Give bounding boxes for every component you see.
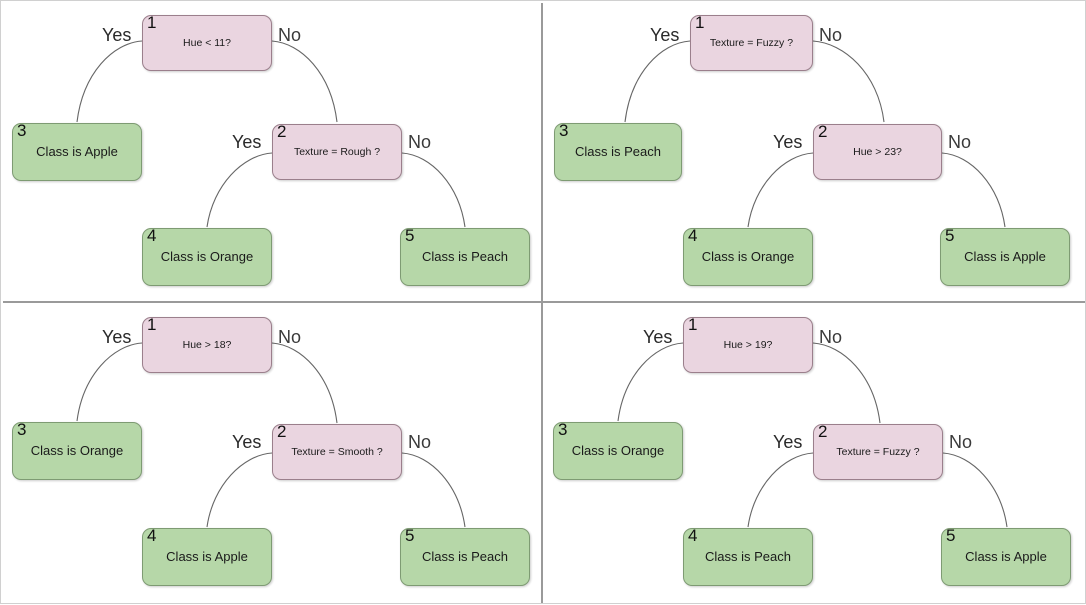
node-3-leaf[interactable]: 3 Class is Peach	[554, 121, 682, 181]
edge-label-1-yes: Yes	[102, 327, 132, 347]
node-2-decision[interactable]: 2 Hue > 23?	[813, 122, 942, 180]
node-label: Class is Orange	[30, 442, 124, 458]
node-label: Class is Peach	[422, 248, 508, 264]
node-number: 1	[695, 13, 705, 32]
edge-2-to-5	[401, 152, 466, 228]
node-number: 1	[688, 315, 698, 334]
edge-1-to-3	[76, 40, 143, 123]
node-number: 5	[946, 526, 956, 545]
decision-tree-panel-top-left: 1 Hue < 11? 2 Texture = Rough ? 3 Class …	[1, 1, 544, 303]
edge-2-to-5	[941, 152, 1006, 228]
edge-label-2-no: No	[949, 432, 973, 452]
panel-divider-horizontal	[3, 301, 1085, 303]
node-number: 3	[559, 121, 569, 140]
node-4-leaf[interactable]: 4 Class is Apple	[142, 526, 272, 586]
node-number: 5	[945, 226, 955, 245]
edge-2-to-4	[206, 152, 273, 228]
edge-label-2-no: No	[948, 132, 972, 152]
edge-label-2-no: No	[408, 132, 432, 152]
node-3-leaf[interactable]: 3 Class is Orange	[553, 420, 683, 480]
edge-1-to-3	[76, 342, 143, 422]
node-number: 4	[147, 226, 157, 245]
edge-2-to-4	[747, 152, 814, 228]
node-label: Class is Apple	[166, 548, 248, 564]
node-number: 5	[405, 226, 415, 245]
node-number: 3	[17, 420, 27, 439]
node-label: Texture = Fuzzy ?	[836, 445, 920, 458]
edge-label-2-no: No	[408, 432, 432, 452]
edge-1-to-2	[271, 342, 338, 424]
edge-1-to-2	[271, 40, 338, 123]
node-4-leaf[interactable]: 4 Class is Orange	[142, 226, 272, 286]
node-number: 3	[17, 121, 27, 140]
edge-label-1-no: No	[819, 327, 843, 347]
node-label: Hue > 23?	[853, 145, 902, 158]
edge-label-1-no: No	[278, 327, 302, 347]
node-5-leaf[interactable]: 5 Class is Apple	[940, 226, 1070, 286]
node-label: Class is Orange	[160, 248, 254, 264]
node-5-leaf[interactable]: 5 Class is Apple	[941, 526, 1071, 586]
node-2-decision[interactable]: 2 Texture = Rough ?	[272, 122, 402, 180]
node-label: Class is Orange	[701, 248, 795, 264]
node-number: 4	[688, 526, 698, 545]
node-4-leaf[interactable]: 4 Class is Orange	[683, 226, 813, 286]
node-3-leaf[interactable]: 3 Class is Apple	[12, 121, 142, 181]
decision-tree-panel-bottom-left: 1 Hue > 18? 2 Texture = Smooth ? 3 Class…	[1, 303, 544, 605]
node-label: Texture = Rough ?	[293, 145, 381, 158]
node-3-leaf[interactable]: 3 Class is Orange	[12, 420, 142, 480]
edge-label-2-yes: Yes	[773, 132, 803, 152]
node-number: 5	[405, 526, 415, 545]
node-label: Class is Orange	[571, 442, 665, 458]
node-label: Texture = Fuzzy ?	[709, 36, 794, 49]
edge-2-to-5	[401, 452, 466, 528]
node-number: 1	[147, 13, 157, 32]
node-label: Texture = Smooth ?	[291, 445, 383, 458]
edge-1-to-3	[624, 40, 691, 123]
node-number: 2	[818, 422, 828, 441]
node-label: Class is Peach	[575, 143, 661, 159]
edge-2-to-5	[942, 452, 1008, 528]
node-1-decision[interactable]: 1 Texture = Fuzzy ?	[690, 13, 813, 71]
node-2-decision[interactable]: 2 Texture = Smooth ?	[272, 422, 402, 480]
node-number: 4	[688, 226, 698, 245]
edge-label-2-yes: Yes	[232, 132, 262, 152]
node-label: Hue < 11?	[183, 36, 231, 49]
edge-label-1-yes: Yes	[102, 25, 132, 45]
node-label: Class is Apple	[36, 143, 118, 159]
edge-label-1-yes: Yes	[643, 327, 673, 347]
decision-tree-panel-top-right: 1 Texture = Fuzzy ? 2 Hue > 23? 3 Class …	[544, 1, 1086, 303]
node-number: 3	[558, 420, 568, 439]
node-label: Hue > 19?	[723, 338, 773, 351]
node-5-leaf[interactable]: 5 Class is Peach	[400, 526, 530, 586]
edge-2-to-4	[206, 452, 273, 528]
node-1-decision[interactable]: 1 Hue < 11?	[142, 13, 272, 71]
node-number: 1	[147, 315, 157, 334]
node-label: Class is Apple	[964, 248, 1046, 264]
node-1-decision[interactable]: 1 Hue > 19?	[683, 315, 813, 373]
edge-1-to-2	[812, 40, 885, 123]
node-4-leaf[interactable]: 4 Class is Peach	[683, 526, 813, 586]
node-1-decision[interactable]: 1 Hue > 18?	[142, 315, 272, 373]
edge-label-2-yes: Yes	[773, 432, 803, 452]
node-number: 2	[277, 422, 287, 441]
edge-label-1-no: No	[278, 25, 302, 45]
node-number: 4	[147, 526, 157, 545]
node-5-leaf[interactable]: 5 Class is Peach	[400, 226, 530, 286]
node-label: Class is Apple	[965, 548, 1047, 564]
decision-tree-panel-bottom-right: 1 Hue > 19? 2 Texture = Fuzzy ? 3 Class …	[544, 303, 1086, 605]
edge-label-1-yes: Yes	[650, 25, 680, 45]
edge-2-to-4	[747, 452, 814, 528]
node-number: 2	[818, 122, 828, 141]
node-number: 2	[277, 122, 287, 141]
edge-1-to-3	[617, 342, 684, 422]
node-label: Class is Peach	[705, 548, 791, 564]
node-label: Class is Peach	[422, 548, 508, 564]
node-2-decision[interactable]: 2 Texture = Fuzzy ?	[813, 422, 943, 480]
edge-1-to-2	[812, 342, 881, 424]
panel-divider-vertical	[541, 3, 543, 603]
edge-label-2-yes: Yes	[232, 432, 262, 452]
edge-label-1-no: No	[819, 25, 843, 45]
node-label: Hue > 18?	[182, 338, 232, 351]
